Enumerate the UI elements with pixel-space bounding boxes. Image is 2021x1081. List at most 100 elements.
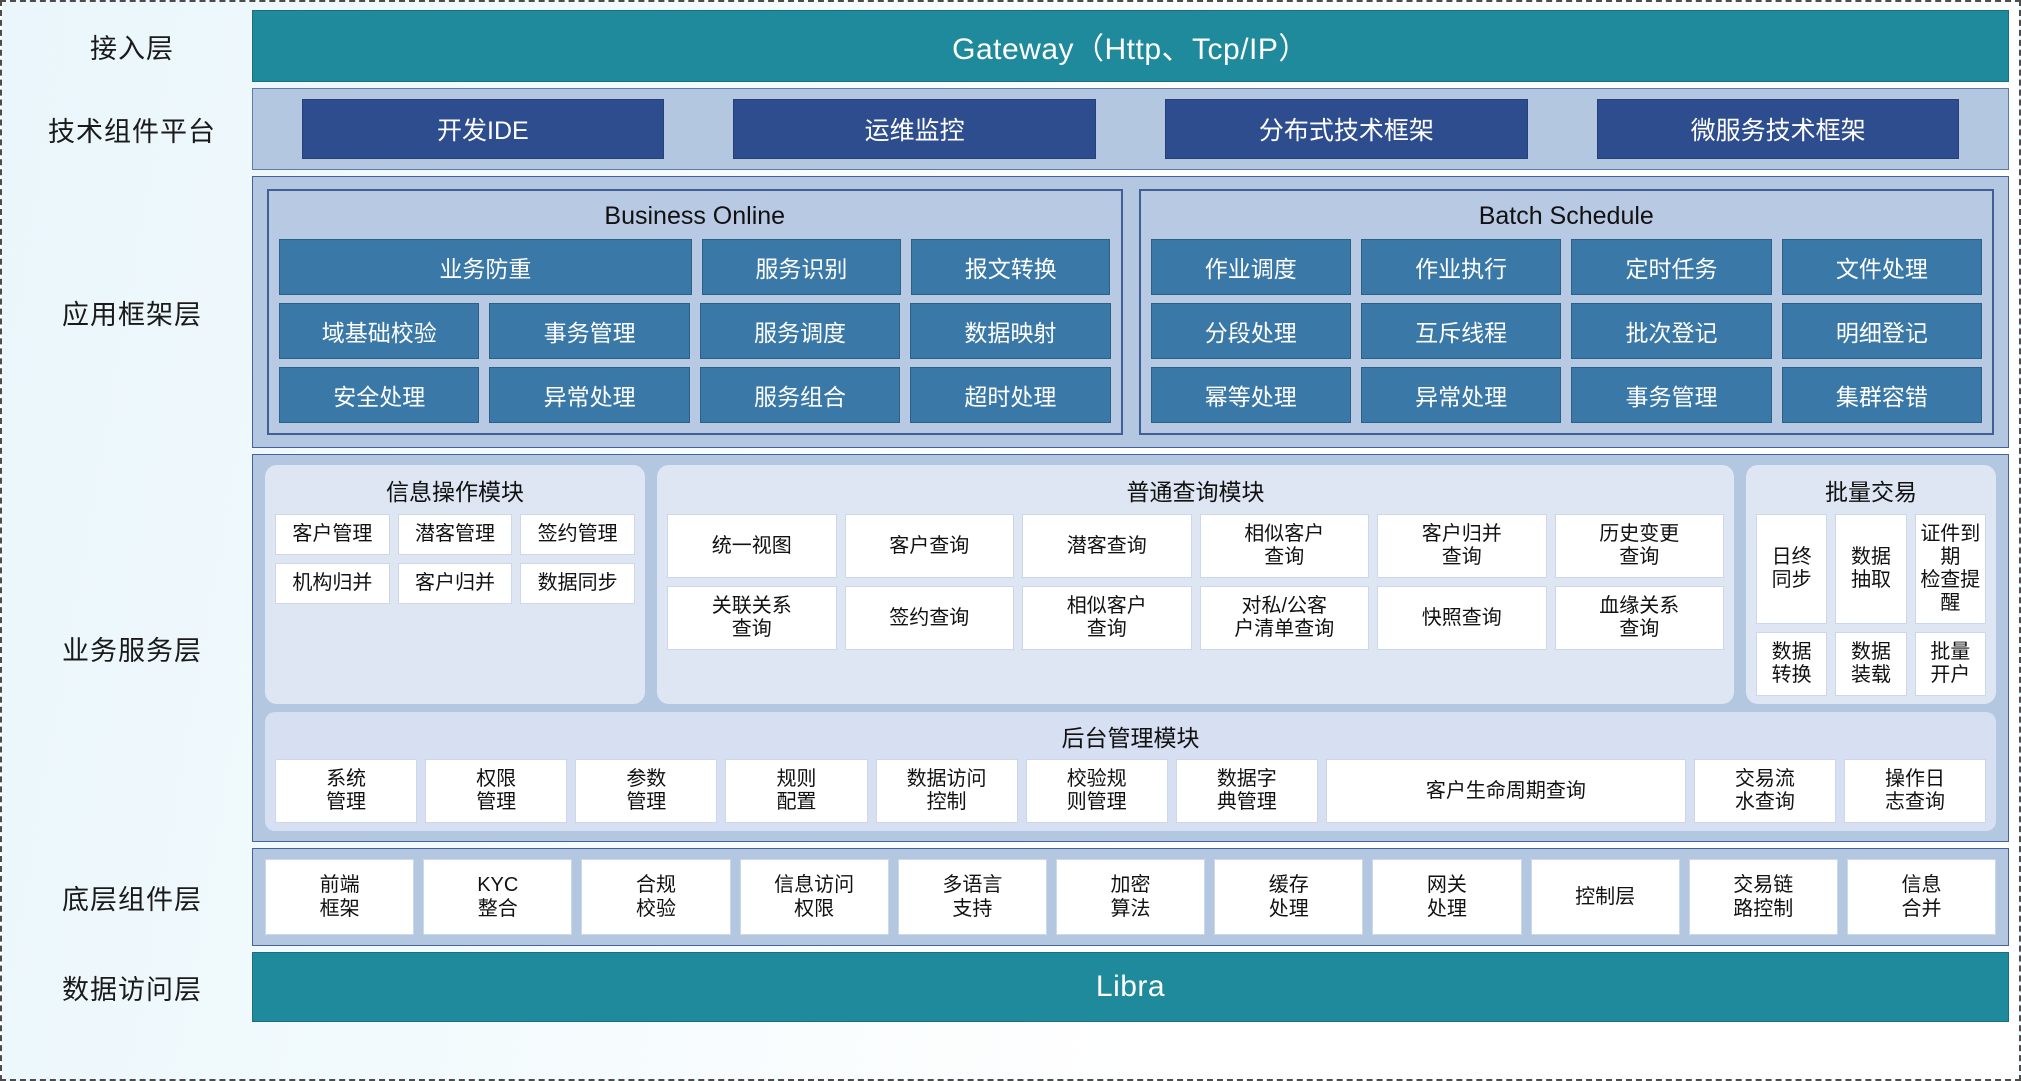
app-framework-group-business-online: Business Online 业务防重 服务识别 报文转换 域基础校验 事务管… [267, 189, 1123, 435]
module-row: 关联关系 查询 签约查询 相似客户 查询 对私/公客 户清单查询 快照查询 血缘… [667, 586, 1724, 650]
group-title-business-online: Business Online [604, 202, 786, 230]
af-cell-mutex-thread[interactable]: 互斥线程 [1360, 303, 1562, 359]
admin-cell-rule-config[interactable]: 规则 配置 [725, 759, 868, 823]
tech-item-distributed-framework[interactable]: 分布式技术框架 [1165, 99, 1528, 159]
af-row: 安全处理 异常处理 服务组合 超时处理 [279, 367, 1111, 423]
admin-cell-validation-rule-mgmt[interactable]: 校验规 则管理 [1025, 759, 1168, 823]
bs-cell-similar-customer-query-2[interactable]: 相似客户 查询 [1022, 586, 1192, 650]
layer-label-data-access: 数据访问层 [62, 974, 202, 1005]
bs-cell-eod-sync[interactable]: 日终 同步 [1756, 514, 1828, 624]
af-cell-transaction-mgmt[interactable]: 事务管理 [489, 303, 690, 359]
bs-cell-prospect-mgmt[interactable]: 潜客管理 [397, 514, 513, 555]
bs-cell-similar-customer-query[interactable]: 相似客户 查询 [1199, 514, 1369, 578]
tech-item-ops-monitor[interactable]: 运维监控 [733, 99, 1096, 159]
layer-label-tech-platform: 技术组件平台 [48, 116, 216, 147]
af-cell-transaction-mgmt-batch[interactable]: 事务管理 [1571, 367, 1772, 423]
bc-cell-cache-processing[interactable]: 缓存 处理 [1214, 859, 1364, 935]
af-cell-detail-register[interactable]: 明细登记 [1781, 303, 1982, 359]
base-component-panel: 前端 框架 KYC 整合 合规 校验 信息访问 权限 多语言 支持 加密 算法 … [252, 848, 2009, 946]
af-cell-timed-task[interactable]: 定时任务 [1571, 239, 1772, 295]
bs-cell-batch-account-open[interactable]: 批量 开户 [1914, 632, 1986, 696]
bc-cell-info-merge[interactable]: 信息 合并 [1846, 859, 1997, 935]
bs-cell-org-merge[interactable]: 机构归并 [275, 563, 390, 604]
af-cell-domain-validate[interactable]: 域基础校验 [279, 303, 480, 359]
bs-cell-data-extract[interactable]: 数据 抽取 [1835, 514, 1907, 624]
af-row: 作业调度 作业执行 定时任务 文件处理 [1150, 239, 1982, 295]
af-cell-service-dispatch[interactable]: 服务调度 [699, 303, 901, 359]
bs-cell-history-change-query[interactable]: 历史变更 查询 [1554, 514, 1724, 578]
bs-cell-customer-merge-query[interactable]: 客户归并 查询 [1377, 514, 1547, 578]
af-cell-job-schedule[interactable]: 作业调度 [1150, 239, 1351, 295]
bs-cell-unified-view[interactable]: 统一视图 [667, 514, 837, 578]
libra-bar: Libra [252, 952, 2009, 1022]
bc-cell-kyc-integration[interactable]: KYC 整合 [423, 859, 573, 935]
tech-item-microservice-framework[interactable]: 微服务技术框架 [1596, 99, 1960, 159]
bc-cell-multilanguage-support[interactable]: 多语言 支持 [897, 859, 1047, 935]
af-cell-business-dedup[interactable]: 业务防重 [279, 239, 692, 295]
admin-cell-customer-lifecycle-query[interactable]: 客户生命周期查询 [1325, 759, 1686, 823]
admin-cell-data-dictionary-mgmt[interactable]: 数据字 典管理 [1175, 759, 1318, 823]
af-cell-security-process[interactable]: 安全处理 [279, 367, 480, 423]
af-cell-service-identify[interactable]: 服务识别 [701, 239, 902, 295]
bc-cell-transaction-chain-control[interactable]: 交易链 路控制 [1688, 859, 1838, 935]
af-cell-data-mapping[interactable]: 数据映射 [910, 303, 1111, 359]
layer-row-app-framework: 应用框架层 Business Online 业务防重 服务识别 报文转换 域 [12, 176, 2009, 448]
module-row: 统一视图 客户查询 潜客查询 相似客户 查询 客户归并 查询 历史变更 查询 [667, 514, 1724, 578]
af-cell-batch-register[interactable]: 批次登记 [1571, 303, 1772, 359]
bs-cell-data-load[interactable]: 数据 装载 [1835, 632, 1907, 696]
af-cell-segment-process[interactable]: 分段处理 [1150, 303, 1351, 359]
bs-cell-private-public-customer-list-query[interactable]: 对私/公客 户清单查询 [1199, 586, 1369, 650]
af-cell-timeout-process[interactable]: 超时处理 [910, 367, 1111, 423]
bc-cell-frontend-framework[interactable]: 前端 框架 [265, 859, 415, 935]
bc-cell-control-layer[interactable]: 控制层 [1530, 859, 1680, 935]
admin-cell-parameter-mgmt[interactable]: 参数 管理 [575, 759, 718, 823]
af-cell-cluster-fault-tolerance[interactable]: 集群容错 [1781, 367, 1982, 423]
admin-cell-operation-log-query[interactable]: 操作日 志查询 [1843, 759, 1987, 823]
bs-cell-customer-mgmt[interactable]: 客户管理 [275, 514, 390, 555]
layer-label-access: 接入层 [90, 33, 174, 64]
af-cell-service-compose[interactable]: 服务组合 [699, 367, 901, 423]
module-row: 系统 管理 权限 管理 参数 管理 规则 配置 数据访问 控制 校验规 则管理 … [275, 759, 1987, 823]
module-title-batch-transaction: 批量交易 [1825, 479, 1917, 505]
bs-cell-customer-merge[interactable]: 客户归并 [397, 563, 513, 604]
admin-cell-system-mgmt[interactable]: 系统 管理 [275, 759, 418, 823]
af-cell-idempotent-process[interactable]: 幂等处理 [1150, 367, 1351, 423]
af-row: 分段处理 互斥线程 批次登记 明细登记 [1150, 303, 1982, 359]
bs-cell-contract-query[interactable]: 签约查询 [844, 586, 1014, 650]
bs-cell-contract-mgmt[interactable]: 签约管理 [520, 514, 636, 555]
bc-cell-gateway-processing[interactable]: 网关 处理 [1372, 859, 1522, 935]
af-row: 幂等处理 异常处理 事务管理 集群容错 [1150, 367, 1982, 423]
layer-label-base-component: 底层组件层 [62, 884, 202, 915]
tech-item-dev-ide[interactable]: 开发IDE [301, 99, 665, 159]
af-cell-exception-process-batch[interactable]: 异常处理 [1360, 367, 1562, 423]
app-framework-panel: Business Online 业务防重 服务识别 报文转换 域基础校验 事务管… [252, 176, 2009, 448]
bc-cell-info-access-permission[interactable]: 信息访问 权限 [739, 859, 889, 935]
layer-label-business-service: 业务服务层 [62, 635, 202, 666]
bs-cell-customer-query[interactable]: 客户查询 [844, 514, 1014, 578]
bs-cell-data-sync[interactable]: 数据同步 [520, 563, 636, 604]
admin-cell-permission-mgmt[interactable]: 权限 管理 [425, 759, 568, 823]
module-batch-transaction: 批量交易 日终 同步 数据 抽取 证件到期 检查提醒 数据 转换 数据 装载 [1746, 465, 1996, 704]
module-title-backend-admin: 后台管理模块 [1061, 725, 1200, 751]
bs-cell-lineage-relation-query[interactable]: 血缘关系 查询 [1554, 586, 1724, 650]
bs-cell-prospect-query[interactable]: 潜客查询 [1022, 514, 1192, 578]
bs-cell-relation-query[interactable]: 关联关系 查询 [667, 586, 837, 650]
app-framework-group-batch-schedule: Batch Schedule 作业调度 作业执行 定时任务 文件处理 分段处理 … [1138, 189, 1994, 435]
af-cell-file-process[interactable]: 文件处理 [1781, 239, 1982, 295]
module-title-common-query: 普通查询模块 [1126, 479, 1265, 505]
module-common-query: 普通查询模块 统一视图 客户查询 潜客查询 相似客户 查询 客户归并 查询 历史… [657, 465, 1734, 704]
bc-cell-encryption-algorithm[interactable]: 加密 算法 [1055, 859, 1206, 935]
layer-row-base-component: 底层组件层 前端 框架 KYC 整合 合规 校验 信息访问 权限 多语言 支持 … [12, 848, 2009, 946]
bs-cell-cert-expiry-reminder[interactable]: 证件到期 检查提醒 [1914, 514, 1986, 624]
bc-cell-compliance-check[interactable]: 合规 校验 [581, 859, 731, 935]
gateway-bar: Gateway（Http、Tcp/IP） [252, 10, 2009, 82]
bs-cell-snapshot-query[interactable]: 快照查询 [1377, 586, 1547, 650]
af-cell-job-execute[interactable]: 作业执行 [1360, 239, 1562, 295]
admin-cell-transaction-flow-query[interactable]: 交易流 水查询 [1693, 759, 1836, 823]
bs-cell-data-transform[interactable]: 数据 转换 [1756, 632, 1828, 696]
af-cell-message-transform[interactable]: 报文转换 [911, 239, 1111, 295]
admin-cell-data-access-control[interactable]: 数据访问 控制 [875, 759, 1018, 823]
af-cell-exception-process[interactable]: 异常处理 [489, 367, 690, 423]
business-service-panel: 信息操作模块 客户管理 潜客管理 签约管理 机构归并 客户归并 [252, 454, 2009, 842]
